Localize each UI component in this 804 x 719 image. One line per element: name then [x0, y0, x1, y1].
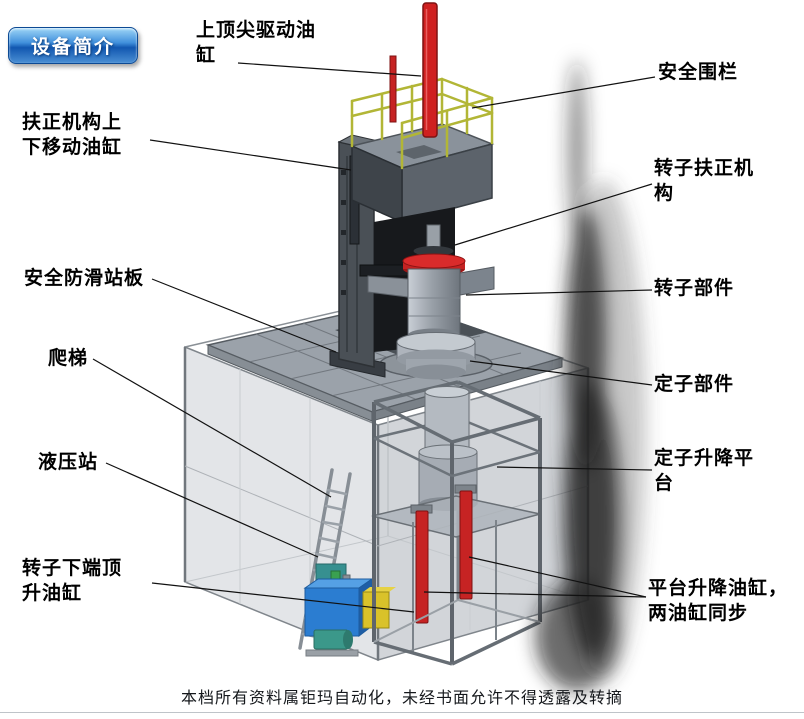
pump-motor: [313, 629, 349, 650]
copyright-text: 本档所有资料属钜玛自动化，未经书面允许不得透露及转摘: [180, 688, 623, 707]
label-platform-lift-cylinders: 平台升降油缸， 两油缸同步: [648, 577, 789, 624]
label-rotor-part: 转子部件: [654, 277, 735, 299]
platform-lift-cylinders: [410, 484, 477, 624]
secondary-rod: [389, 55, 397, 123]
label-centering-lift-cylinder: 扶正机构上 下移动油缸: [22, 111, 123, 158]
label-safety-fence: 安全围栏: [658, 61, 739, 83]
stator-flange: [396, 332, 476, 380]
label-stator-lift-platform: 定子升降平 台: [654, 447, 755, 494]
centering-bracket: [459, 266, 495, 296]
label-top-drive-cylinder: 上顶尖驱动油 缸: [196, 19, 317, 66]
lift-cylinder-right: [459, 490, 473, 600]
lifting-frame-front: [372, 400, 542, 666]
label-antislip-platform: 安全防滑站板: [24, 267, 145, 289]
lift-cylinder-left: [415, 510, 429, 624]
rotor-disc: [402, 253, 466, 269]
bottom-divider: [0, 712, 804, 713]
title-badge: 设备简介: [8, 27, 138, 64]
title-badge-label: 设备简介: [30, 36, 115, 58]
leader-lines: [92, 62, 656, 613]
label-rotor-centering: 转子扶正机 构: [654, 157, 755, 204]
press-head: [349, 123, 495, 224]
label-stator-part: 定子部件: [654, 373, 735, 395]
drive-cylinder-rods: [389, 2, 438, 138]
top-drive-rod: [422, 2, 438, 138]
rotor-body: [407, 268, 461, 336]
label-rotor-jack-cylinder: 转子下端顶 升油缸: [22, 557, 123, 604]
shadow-smudge: [535, 60, 646, 691]
label-ladder: 爬梯: [48, 347, 89, 369]
rotor-assembly: [359, 224, 495, 342]
hydraulic-tank: [304, 587, 360, 637]
label-hydraulic-station: 液压站: [38, 451, 99, 473]
centering-beam: [359, 264, 409, 277]
